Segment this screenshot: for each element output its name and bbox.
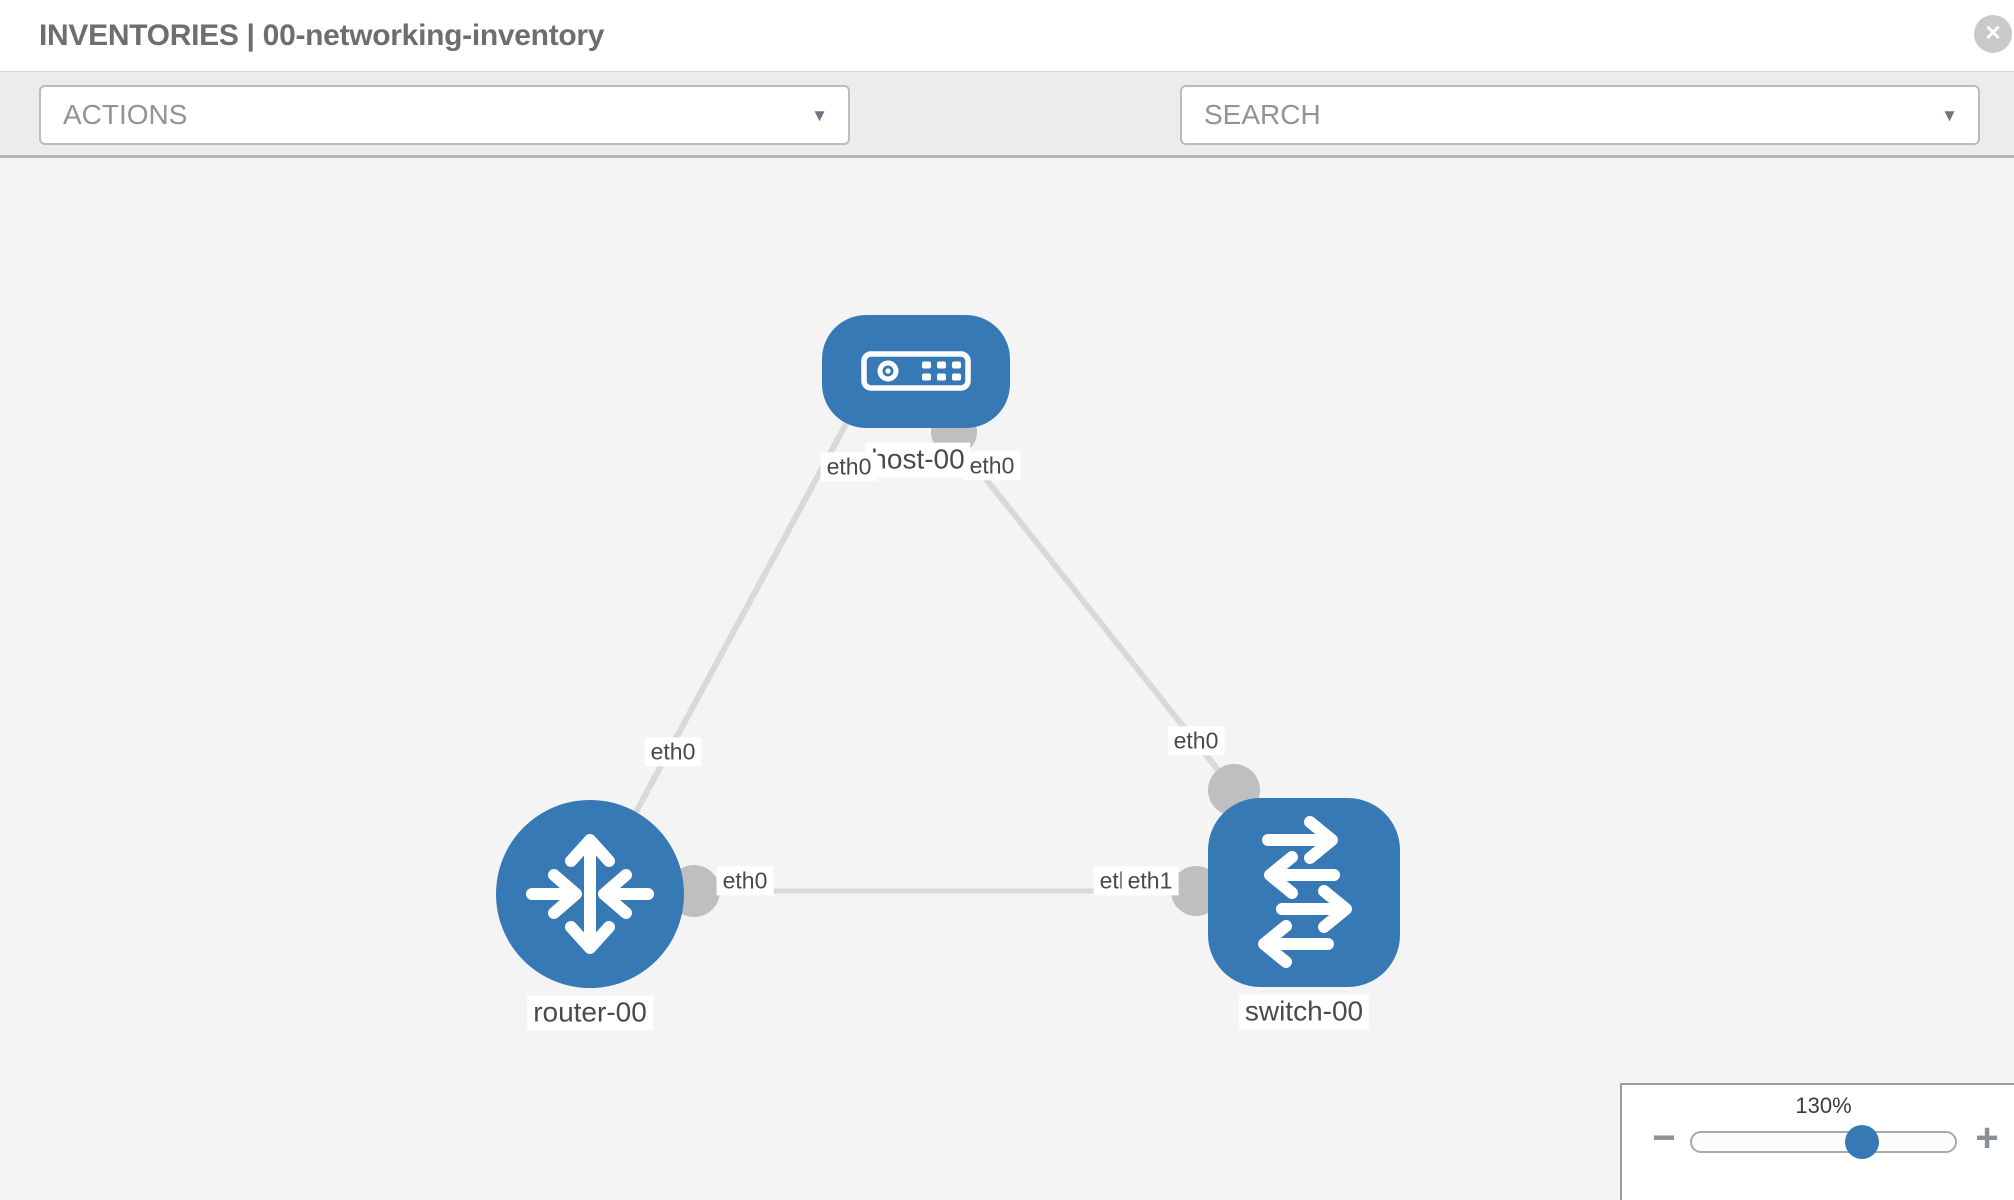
window-header: INVENTORIES | 00-networking-inventory ✕ [0, 0, 2014, 72]
page-title: INVENTORIES | 00-networking-inventory [39, 19, 605, 52]
node-host-00[interactable] [822, 315, 1010, 428]
caret-down-icon: ▼ [1941, 106, 1958, 125]
interface-label-host-left: eth0 [820, 452, 878, 482]
zoom-level-label: 130% [1795, 1093, 1852, 1118]
zoom-slider-track[interactable] [1690, 1131, 1957, 1153]
toolbar: ACTIONS ▼ SEARCH ▼ [0, 72, 2014, 203]
topology-canvas[interactable]: host-00 router-00 switch-00 eth0 eth0 et… [0, 158, 2014, 1200]
search-dropdown[interactable]: SEARCH ▼ [1180, 85, 1980, 145]
minus-icon: − [1652, 1116, 1676, 1160]
interface-label-host-right: eth0 [963, 451, 1021, 481]
actions-dropdown[interactable]: ACTIONS ▼ [39, 85, 850, 145]
plus-icon: + [1975, 1116, 1999, 1160]
caret-down-icon: ▼ [811, 106, 828, 125]
interface-label-mid-switch: eth1 [1121, 866, 1179, 896]
interface-label-switch-top: eth0 [1167, 726, 1225, 756]
node-label-switch: switch-00 [1238, 994, 1370, 1030]
close-button[interactable]: ✕ [1974, 15, 2012, 53]
node-label-router: router-00 [527, 995, 653, 1031]
node-router-00[interactable] [496, 800, 684, 988]
search-placeholder: SEARCH [1204, 99, 1321, 130]
zoom-control-panel: 130% − + [1620, 1083, 2014, 1200]
node-label-host: host-00 [865, 442, 971, 478]
topology-graph [496, 315, 1400, 988]
zoom-out-button[interactable]: − [1644, 1118, 1684, 1158]
actions-dropdown-label: ACTIONS [63, 99, 188, 130]
router-arrows-icon [526, 834, 654, 954]
interface-label-router-top: eth0 [644, 737, 702, 767]
zoom-in-button[interactable]: + [1967, 1118, 2007, 1158]
switch-arrows-icon [1258, 816, 1352, 968]
node-switch-00[interactable] [1208, 798, 1400, 987]
interface-label-mid-router: eth0 [716, 866, 774, 896]
server-icon [861, 351, 971, 391]
zoom-slider-thumb[interactable] [1845, 1125, 1879, 1159]
close-icon: ✕ [1984, 22, 2002, 45]
